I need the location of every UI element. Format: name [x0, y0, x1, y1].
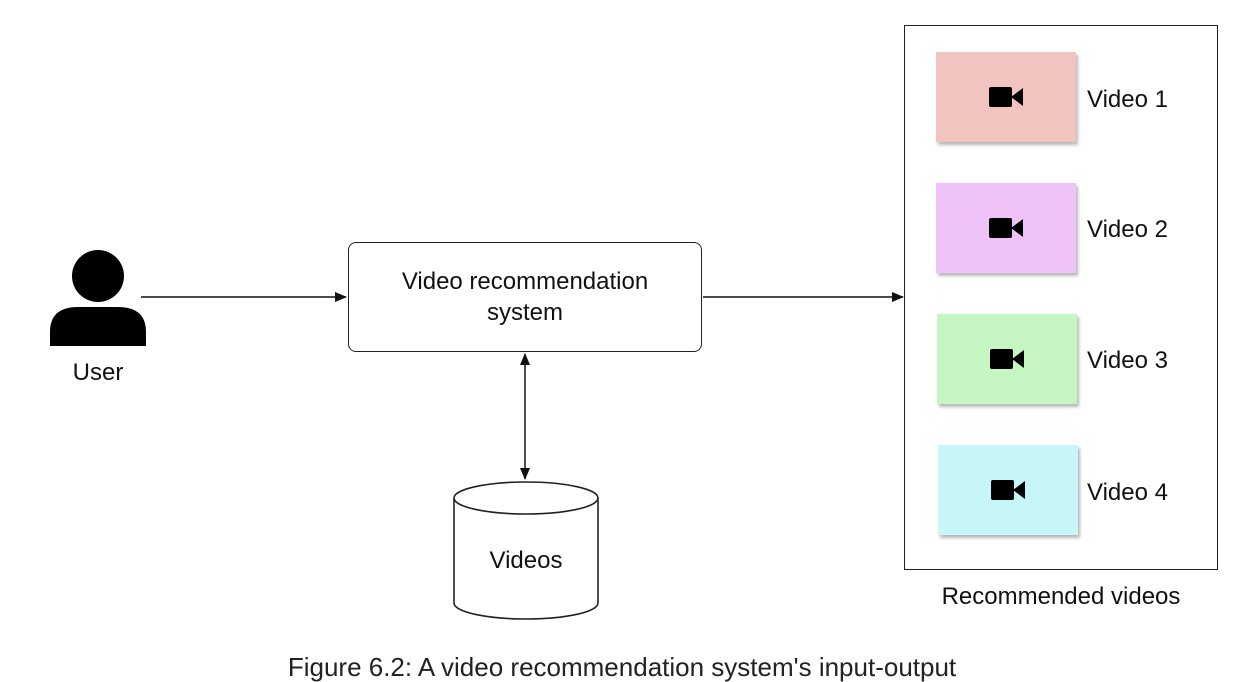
figure-caption: Figure 6.2: A video recommendation syste… — [287, 652, 957, 682]
video-camera-icon — [991, 480, 1025, 500]
video-label: Video 3 — [1087, 347, 1168, 374]
user-icon — [50, 250, 146, 346]
video-camera-icon — [989, 87, 1023, 107]
video-label: Video 4 — [1087, 479, 1168, 506]
video-camera-icon — [989, 218, 1023, 238]
video-label: Video 2 — [1087, 216, 1168, 243]
recommended-videos-panel — [904, 25, 1218, 570]
video-label: Video 1 — [1087, 86, 1168, 113]
video-camera-icon — [990, 349, 1024, 369]
recommendation-system-label: Video recommendation system — [401, 268, 649, 326]
recommended-videos-label: Recommended videos — [941, 583, 1181, 610]
database-cylinder-icon — [453, 481, 599, 620]
video-thumbnail[interactable] — [936, 183, 1076, 273]
user-label: User — [72, 359, 124, 386]
video-thumbnail[interactable] — [938, 445, 1078, 535]
database-label: Videos — [489, 547, 563, 574]
video-thumbnail[interactable] — [937, 314, 1077, 404]
video-thumbnail[interactable] — [936, 52, 1076, 142]
recommendation-system-box: Video recommendation system — [348, 242, 702, 352]
